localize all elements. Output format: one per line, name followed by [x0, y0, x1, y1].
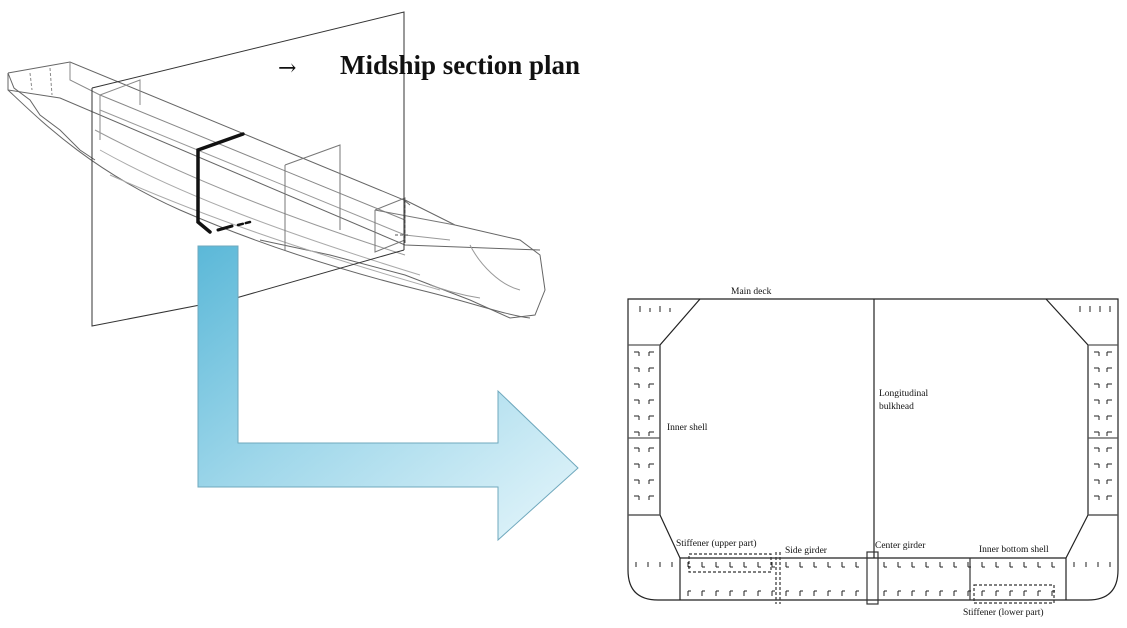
center-girder — [866, 551, 879, 605]
label-inner-bottom-shell: Inner bottom shell — [979, 545, 1049, 555]
outer-shell — [627, 298, 1119, 601]
midship-section-drawing — [627, 298, 1119, 605]
stiffener-upper-box — [688, 553, 772, 573]
label-bulkhead: bulkhead — [879, 402, 914, 412]
diagram-title: Midship section plan — [340, 50, 581, 80]
inner-shell-left — [659, 298, 701, 600]
inner-shell-right — [1045, 298, 1089, 600]
midship-section-highlight — [196, 132, 252, 234]
label-center-girder: Center girder — [875, 541, 926, 551]
label-main-deck: Main deck — [731, 287, 772, 297]
stiffener-ticks — [634, 306, 1112, 596]
stiffener-lower-box — [973, 584, 1055, 604]
label-side-girder: Side girder — [785, 546, 827, 556]
hull-sheer-line — [7, 73, 541, 251]
cutting-plane — [91, 11, 405, 327]
label-longitudinal: Longitudinal — [879, 389, 929, 399]
hull-deck-edge — [7, 61, 411, 206]
ship-hull-model — [7, 61, 546, 319]
big-flow-arrow — [197, 245, 579, 542]
label-inner-shell: Inner shell — [667, 423, 708, 433]
label-stiffener-upper: Stiffener (upper part) — [676, 539, 757, 549]
label-stiffener-lower: Stiffener (lower part) — [963, 608, 1044, 618]
title-arrow-icon: → — [278, 56, 297, 81]
hull-block-1 — [99, 79, 141, 105]
hull-block-2 — [284, 144, 341, 230]
hull-stern — [7, 72, 96, 161]
side-girder — [775, 552, 781, 604]
hull-keel — [7, 89, 531, 319]
hull-bow — [259, 199, 546, 319]
